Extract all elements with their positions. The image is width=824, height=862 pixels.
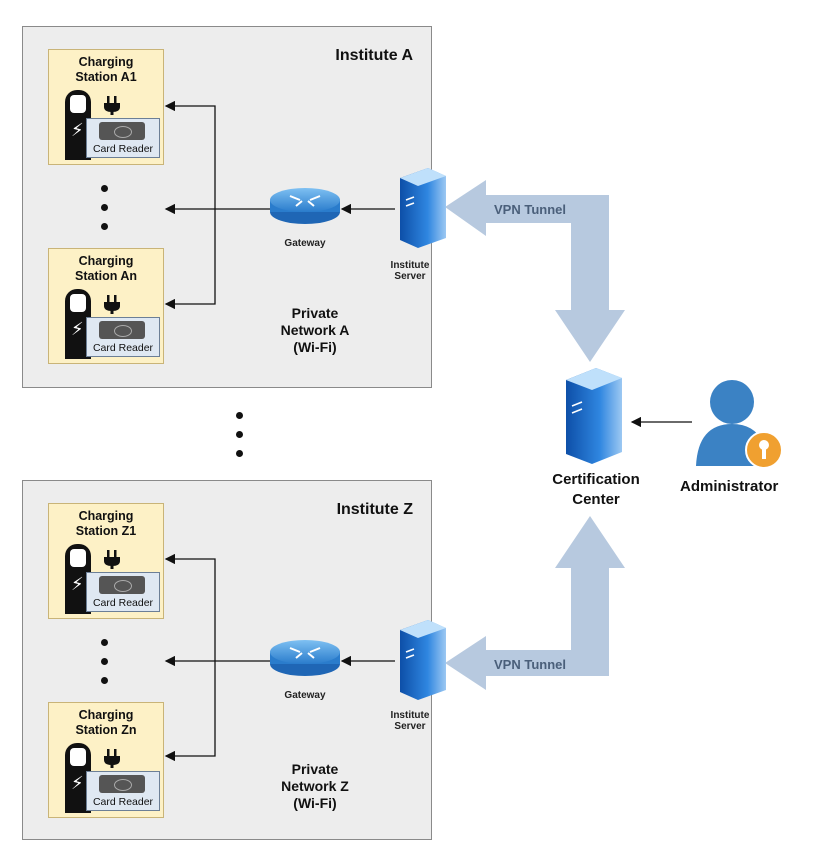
vpn-tunnel-arrow-a	[445, 180, 625, 362]
station-label-line1: Charging	[78, 254, 134, 268]
card-reader-label: Card Reader	[92, 597, 154, 609]
station-label-line1: Charging	[78, 509, 134, 523]
vpn-tunnel-z-label: VPN Tunnel	[494, 657, 566, 672]
station-an-label: Charging Station An	[49, 254, 163, 284]
plug-icon	[104, 96, 120, 115]
station-label-line1: Charging	[78, 708, 134, 722]
station-z1-label: Charging Station Z1	[49, 509, 163, 539]
router-icon	[270, 188, 340, 224]
certification-center-label: Certification Center	[536, 470, 656, 510]
plug-icon	[104, 749, 120, 768]
charging-station-an: Charging Station An ⚡ Card Reader	[48, 248, 164, 364]
network-label-line3: (Wi-Fi)	[293, 339, 337, 355]
network-label-line1: Private	[291, 305, 339, 321]
card-reader-icon: Card Reader	[86, 572, 160, 612]
plug-icon	[104, 295, 120, 314]
card-reader-label: Card Reader	[92, 143, 154, 155]
server-label-line2: Server	[394, 271, 426, 282]
charging-station-z1: Charging Station Z1 ⚡ Card Reader	[48, 503, 164, 619]
station-zn-label: Charging Station Zn	[49, 708, 163, 738]
ellipsis-dots	[101, 639, 108, 696]
station-label-line2: Station Z1	[75, 524, 137, 538]
station-label-line2: Station An	[74, 269, 138, 283]
network-z-connectors	[164, 553, 395, 762]
network-a-label: Private Network A (Wi-Fi)	[255, 305, 375, 356]
cc-label-line1: Certification	[552, 471, 640, 488]
certification-server-icon	[566, 368, 622, 464]
cc-label-line2: Center	[572, 491, 620, 508]
network-label-line3: (Wi-Fi)	[293, 795, 337, 811]
institute-server-label: Institute Server	[385, 710, 435, 732]
network-label-line1: Private	[291, 761, 339, 777]
card-reader-icon: Card Reader	[86, 118, 160, 158]
ellipsis-dots	[101, 185, 108, 242]
network-z-label: Private Network Z (Wi-Fi)	[255, 761, 375, 812]
station-label-line1: Charging	[78, 55, 134, 69]
card-reader-label: Card Reader	[92, 796, 154, 808]
administrator-label: Administrator	[680, 478, 779, 495]
charging-station-zn: Charging Station Zn ⚡ Card Reader	[48, 702, 164, 818]
server-label-line1: Institute	[390, 260, 430, 271]
charging-station-a1: Charging Station A1 ⚡ Card Reader	[48, 49, 164, 165]
vpn-tunnel-a-label: VPN Tunnel	[494, 202, 566, 217]
institute-a-panel: Institute A Charging Station A1 ⚡ Card R…	[22, 26, 432, 388]
station-a1-label: Charging Station A1	[49, 55, 163, 85]
station-label-line2: Station Zn	[75, 723, 137, 737]
server-label-line1: Institute	[390, 710, 430, 721]
vpn-tunnel-arrow-z	[445, 516, 625, 690]
server-label-line2: Server	[394, 721, 426, 732]
institute-a-title: Institute A	[335, 47, 413, 64]
user-key-icon	[696, 380, 783, 469]
institute-server-label: Institute Server	[385, 260, 435, 282]
institute-z-title: Institute Z	[336, 501, 413, 518]
network-a-connectors	[164, 100, 395, 310]
station-label-line2: Station A1	[75, 70, 137, 84]
network-label-line2: Network A	[280, 322, 350, 338]
institute-z-panel: Institute Z Charging Station Z1 ⚡ Card R…	[22, 480, 432, 840]
server-icon	[400, 620, 446, 700]
server-icon	[400, 168, 446, 248]
plug-icon	[104, 550, 120, 569]
card-reader-icon: Card Reader	[86, 317, 160, 357]
institutes-ellipsis-dots	[236, 412, 243, 469]
network-label-line2: Network Z	[281, 778, 349, 794]
gateway-label: Gateway	[284, 690, 326, 701]
card-reader-icon: Card Reader	[86, 771, 160, 811]
router-icon	[270, 640, 340, 676]
gateway-label: Gateway	[284, 238, 326, 249]
card-reader-label: Card Reader	[92, 342, 154, 354]
